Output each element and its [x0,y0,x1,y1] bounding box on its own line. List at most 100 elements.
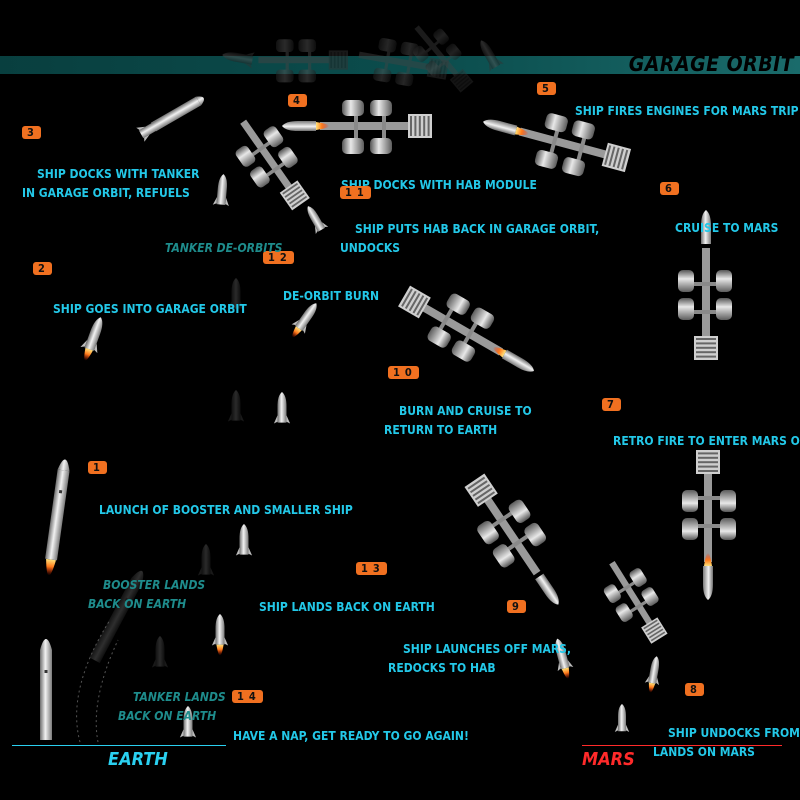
step-10-hab-truss-slat [408,292,421,312]
step-3-line-1: SHIP DOCKS WITH TANKER [37,167,200,181]
returning-booster-body [89,577,143,663]
step-4-badge: 4 [288,94,307,107]
tanker-landing-ghost-body [155,636,165,667]
step-12-ship [291,303,317,338]
orbit-ghost-hab-1-truss-slat [330,52,332,68]
landed-booster [40,639,52,740]
step-8-hab-truss-slat [647,625,662,636]
step-5-badge: 5 [537,82,556,95]
step-7-hab-docked-ship [703,553,713,600]
step-7-hab-truss-slat [698,461,718,464]
orbit-ghost-hab-1-truss-slat [344,52,347,68]
step-6-badge: 6 [660,182,679,195]
step-5-hab-pod-3 [571,120,595,140]
step-13-ghost-ship-2-fins [197,567,215,576]
step-12-ghost-ship [227,278,245,310]
step-8-label: SHIP UNDOCKS FROM HAB,LANDS ON MARS [653,705,800,762]
step-9-hab-truss-slat [477,491,496,505]
tanker-deorbits-note: TANKER DE-ORBITS [150,220,282,258]
step-9-hab-pod-1 [492,544,515,568]
step-7-hab-pod-2 [720,518,736,540]
step-12-ship-flame [292,326,302,338]
step-7-hab-truss-slat [698,470,718,472]
step-5-hab [483,113,632,177]
step-4-hab-crossbar-1 [354,104,358,148]
step-8-ship-flame [648,682,656,693]
orbit-ghost-hab-1-truss-slat [337,52,340,68]
step-10-hab-docked-ship [493,347,534,372]
step-13-ghost-ship-2-body [201,544,211,575]
launch-stack [45,459,70,576]
step-7-hab [682,450,736,600]
step-8-ship-body [648,656,660,684]
step-4-hab-truss-slat [427,116,430,136]
launch-stack-window [58,489,63,494]
orbit-ghost-ship-2 [480,40,504,72]
step-5-line-1: SHIP FIRES ENGINES FOR MARS TRIP [575,104,799,118]
step-7-line-1: RETRO FIRE TO ENTER MARS ORBIT [613,434,800,448]
step-10-hab [398,285,534,372]
step-4-hab-flame [316,122,329,130]
step-4-hab-truss-slat [423,116,426,136]
tanker-landing-ghost [151,636,169,668]
orbit-ghost-hab-3-truss [449,68,474,93]
step-7-label: RETRO FIRE TO ENTER MARS ORBIT [598,413,800,451]
step-5-hab-pod-1 [544,113,568,133]
orbit-ghost-hab-1 [258,39,348,83]
step-9-hab-truss-slat [474,487,493,501]
step-1-line-1: LAUNCH OF BOOSTER AND SMALLER SHIP [99,503,353,517]
landed-booster-nose [40,639,52,650]
step-8-hab-pod-2 [603,584,621,603]
step-9-line-1: SHIP LAUNCHES OFF MARS, [403,642,572,656]
step-11-hab-pod-2 [235,145,256,167]
step-13-ship [235,524,253,556]
step-6-hab-truss-slat [696,342,716,345]
step-7-badge: 7 [602,398,621,411]
step-11-hab-truss-slat [286,189,303,202]
earth-ground-line [12,745,226,746]
step-10-hab-truss-slat [404,290,417,310]
step-8-ship-fins [644,676,660,686]
step-1-badge: 1 [88,461,107,474]
tanker-deorbits-text: TANKER DE-ORBITS [165,241,283,255]
step-2-ship-flame [84,347,93,361]
orbit-ghost-ship-2-fins [488,58,504,72]
step-11-hab-truss-slat [284,186,301,198]
step-4-hab [282,100,432,154]
step-5-hab-truss-slat [604,145,612,166]
step-9-hab-spine [475,484,541,576]
step-11-hab [235,119,310,211]
step-12-badge: 12 [263,251,294,264]
step-13-badge: 13 [356,562,387,575]
orbit-ghost-hab-1-pod-1 [276,39,294,52]
orbit-ghost-hab-1-pod-2 [276,69,294,83]
step-14-ship-body [183,706,193,737]
step-7-hab-pod-3 [682,490,698,512]
orbit-ghost-hab-3-truss-slat [459,80,472,91]
step-6-hab-pod-2 [678,270,694,292]
step-4-hab-docked-ship [282,121,329,131]
step-1-label: LAUNCH OF BOOSTER AND SMALLER SHIP [84,482,353,520]
orbit-ghost-ship-1-fins [244,52,255,69]
step-13-ghost-ship-2 [197,544,215,576]
orbit-ghost-hab-3-truss-slat [455,75,468,86]
step-10-hab-truss-slat [412,295,425,314]
step-9-badge: 9 [507,600,526,613]
step-11-ship-body [307,206,326,232]
step-2-ship-body [84,317,103,351]
step-8-hab-truss-slat [643,619,658,630]
step-4-hab-pod-2 [342,138,364,154]
orbit-ghost-hab-3-truss-slat [451,70,464,81]
step-8-hab [603,561,668,644]
landed-booster-body [40,650,52,740]
step-8-line-2: LANDS ON MARS [653,745,755,759]
tanker-lands-line-1: TANKER LANDS [133,690,226,704]
step-4-line-1: SHIP DOCKS WITH HAB MODULE [341,178,537,192]
step-13-ghost-ship-fins [227,413,245,422]
step-10-hab-truss-slat [416,297,429,316]
launch-stack-flame [46,558,56,576]
step-2-ship-fins [80,339,98,354]
step-4-hab-crossbar-2 [382,104,386,148]
orbit-ghost-hab-2-truss-slat [438,61,444,78]
